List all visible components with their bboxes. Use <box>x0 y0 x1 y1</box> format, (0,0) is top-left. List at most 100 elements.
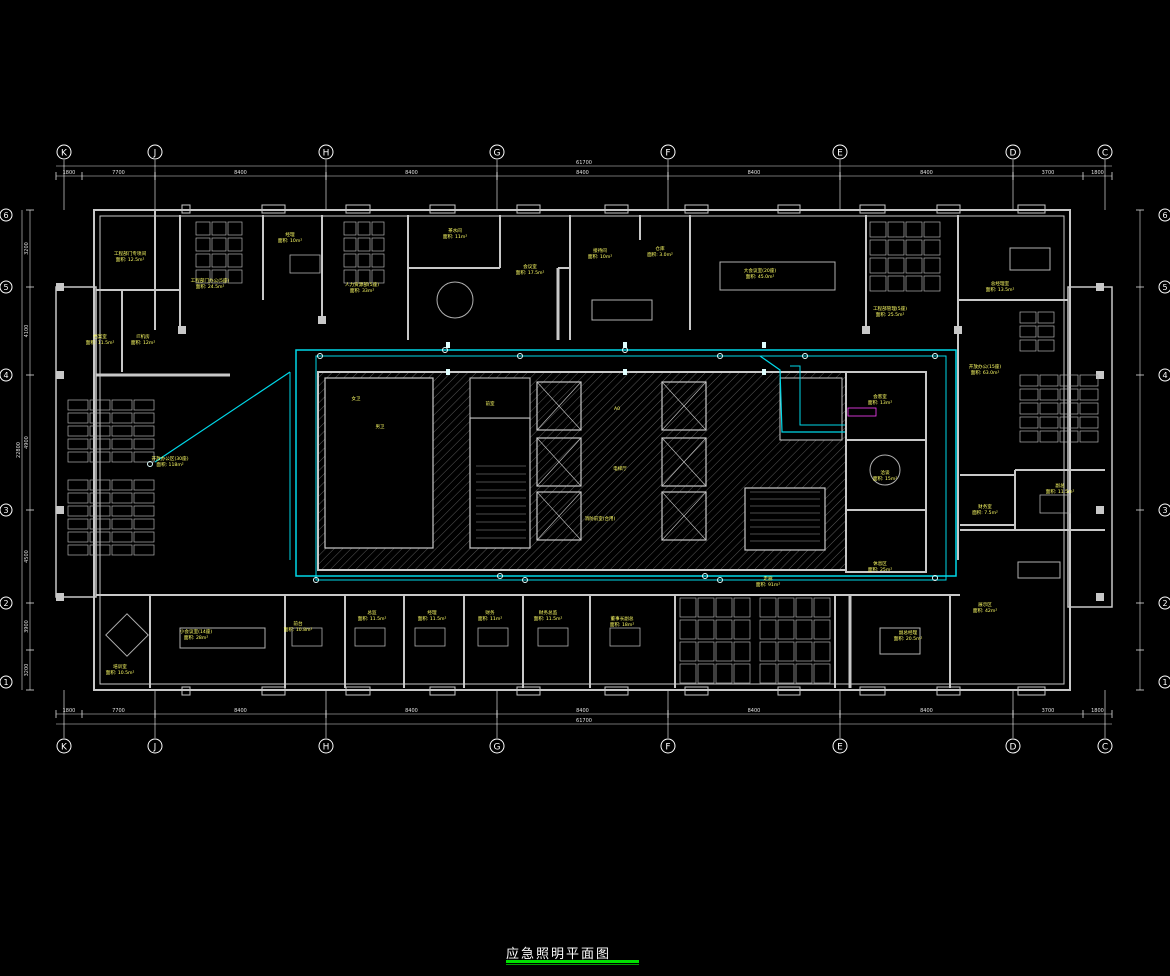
room-area: 面积: 118m² <box>156 461 183 468</box>
window <box>859 204 886 214</box>
axis-bubble-row-1 <box>0 675 13 689</box>
desk <box>89 479 111 491</box>
axis-bubble-row-3 <box>1158 503 1170 517</box>
front-room <box>469 377 531 419</box>
desk <box>357 221 371 236</box>
desk <box>1019 416 1039 429</box>
room-name: 展示区 <box>978 602 992 608</box>
axis-label-D: D <box>1010 743 1017 753</box>
axis-label-row-3: 3 <box>3 506 8 515</box>
desk <box>759 641 777 662</box>
desk <box>227 221 243 236</box>
desk <box>89 531 111 543</box>
desk <box>67 544 89 556</box>
room-area: 面积: 17.5m² <box>516 269 545 276</box>
emergency-light-fixture <box>932 575 938 581</box>
desk <box>1037 311 1055 324</box>
desk <box>759 597 777 618</box>
core-label: 消防前室(合用) <box>585 515 616 522</box>
desk <box>111 425 133 437</box>
desk <box>697 641 715 662</box>
desk <box>679 663 697 684</box>
core-label: A0 <box>614 406 620 412</box>
window <box>936 204 961 214</box>
desk <box>887 275 905 292</box>
dim-text: 3700 <box>1042 708 1055 714</box>
structural-column <box>1096 506 1104 514</box>
emergency-light-fixture <box>522 577 528 583</box>
desk <box>777 663 795 684</box>
axis-bubble-row-5 <box>1158 280 1170 294</box>
room-name: 会客室 <box>873 393 887 400</box>
dim-text: 8400 <box>234 708 247 714</box>
dim-text: 3200 <box>24 664 30 677</box>
round-table <box>869 454 901 486</box>
window <box>1017 686 1046 696</box>
desk <box>1019 325 1037 338</box>
desk <box>869 221 887 238</box>
right-bump <box>1067 286 1113 608</box>
dim-text: 8400 <box>748 170 761 176</box>
desk <box>733 619 751 640</box>
axis-label-C: C <box>1102 743 1108 753</box>
desk <box>697 597 715 618</box>
room-area: 面积: 91m² <box>756 581 781 588</box>
window <box>181 686 191 696</box>
desk <box>67 438 89 450</box>
axis-bubble-D <box>1005 738 1021 754</box>
emergency-light-fixture <box>317 353 323 359</box>
axis-bubble-E <box>832 738 848 754</box>
desk <box>133 451 155 463</box>
desk <box>905 257 923 274</box>
dim-text: 4900 <box>24 436 30 449</box>
axis-bubble-row-4 <box>0 368 13 382</box>
room-area: 面积: 12.5m² <box>116 256 145 263</box>
room-name: 前台 <box>293 620 303 627</box>
room-area: 面积: 7.5m² <box>972 509 998 516</box>
office-desk <box>1039 494 1071 514</box>
axis-bubble-H <box>318 144 334 160</box>
outer-wall <box>93 209 1071 691</box>
elevator-cross <box>661 491 707 541</box>
stair-2 <box>744 487 826 551</box>
room-area: 面积: 20.5m² <box>894 635 923 642</box>
dim-text: 4100 <box>24 325 30 338</box>
desk <box>795 597 813 618</box>
desk <box>211 269 227 284</box>
dim-total: 61700 <box>576 718 592 724</box>
desk <box>111 479 133 491</box>
room-area: 面积: 10.5m² <box>106 669 135 676</box>
elevator <box>661 491 707 541</box>
desk <box>89 505 111 517</box>
elevator <box>536 437 582 487</box>
axis-label-row-5: 5 <box>1162 283 1167 292</box>
window <box>777 204 801 214</box>
exit-sign <box>446 342 450 348</box>
axis-bubble-row-5 <box>0 280 13 294</box>
axis-bubble-J <box>147 738 163 754</box>
window <box>684 686 709 696</box>
elevator-cross <box>661 381 707 431</box>
desk <box>133 505 155 517</box>
desk <box>923 221 941 238</box>
room-area: 面积: 18m² <box>610 621 635 628</box>
desk <box>905 239 923 256</box>
dim-text: 8400 <box>748 708 761 714</box>
office-desk <box>354 627 386 647</box>
room-area: 面积: 12m² <box>131 339 156 346</box>
furniture <box>67 221 1099 684</box>
room-area: 面积: 11m² <box>478 615 503 622</box>
elevator-cross <box>661 437 707 487</box>
desk <box>111 531 133 543</box>
room-area: 面积: 25.5m² <box>876 311 905 318</box>
room-area: 面积: 11.5m² <box>418 615 447 622</box>
window <box>345 204 371 214</box>
exit-sign <box>762 342 766 348</box>
desk <box>887 221 905 238</box>
desk <box>357 253 371 268</box>
dim-text: 8400 <box>920 170 933 176</box>
desk <box>923 275 941 292</box>
axis-label-F: F <box>665 149 670 159</box>
small-meeting-table <box>179 627 266 649</box>
axis-label-row-6: 6 <box>1162 211 1167 220</box>
